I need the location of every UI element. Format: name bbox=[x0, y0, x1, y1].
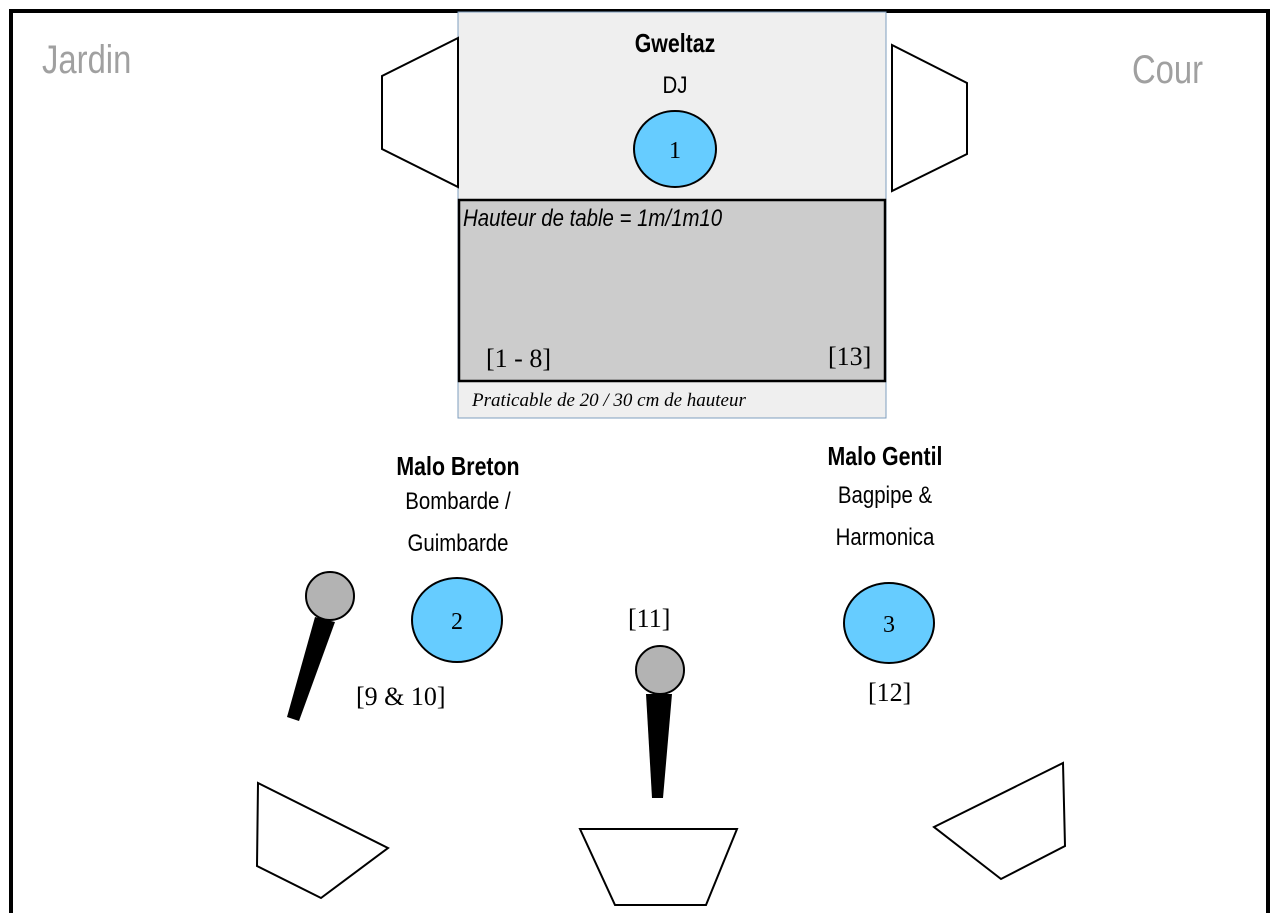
performer-2-marker bbox=[411, 577, 503, 663]
performer-1-number: 1 bbox=[669, 138, 681, 164]
table-height-note: Hauteur de table = 1m/1m10 bbox=[463, 205, 723, 232]
stage-right-label: Cour bbox=[1132, 48, 1204, 92]
performer-3-marker bbox=[843, 582, 935, 664]
table-channels-right: [13] bbox=[828, 342, 872, 371]
performer-2-name: Malo Breton bbox=[396, 451, 520, 481]
wedge-right bbox=[932, 761, 1067, 881]
performer-1-marker bbox=[633, 110, 717, 188]
dj-table bbox=[457, 198, 887, 383]
riser-note: Praticable de 20 / 30 cm de hauteur bbox=[472, 390, 746, 411]
performer-3-role-line2: Harmonica bbox=[835, 524, 935, 551]
speaker-left bbox=[381, 36, 459, 189]
performer-3-role-line1: Bagpipe & bbox=[837, 482, 933, 509]
performer-3-name: Malo Gentil bbox=[827, 441, 943, 471]
performer-2-number: 2 bbox=[451, 609, 463, 635]
microphone-center-icon bbox=[635, 645, 685, 798]
performer-2-role-line2: Guimbarde bbox=[407, 530, 509, 557]
microphone-left-icon bbox=[287, 571, 355, 721]
performer-2-role-line1: Bombarde / bbox=[405, 488, 511, 515]
performer-1-name: Gweltaz bbox=[634, 28, 716, 58]
stage-left-label: Jardin bbox=[42, 38, 132, 82]
performer-3-channels: [12] bbox=[868, 678, 912, 707]
wedge-center bbox=[578, 828, 739, 906]
performer-3-number: 3 bbox=[883, 612, 895, 638]
table-channels-left: [1 - 8] bbox=[486, 344, 551, 373]
stage-outline bbox=[9, 9, 1270, 913]
performer-2-channels: [9 & 10] bbox=[356, 682, 446, 711]
performer-1-role: DJ bbox=[662, 72, 688, 99]
center-mic-channels: [11] bbox=[628, 604, 671, 633]
wedge-left bbox=[255, 781, 390, 900]
speaker-right bbox=[891, 43, 968, 193]
